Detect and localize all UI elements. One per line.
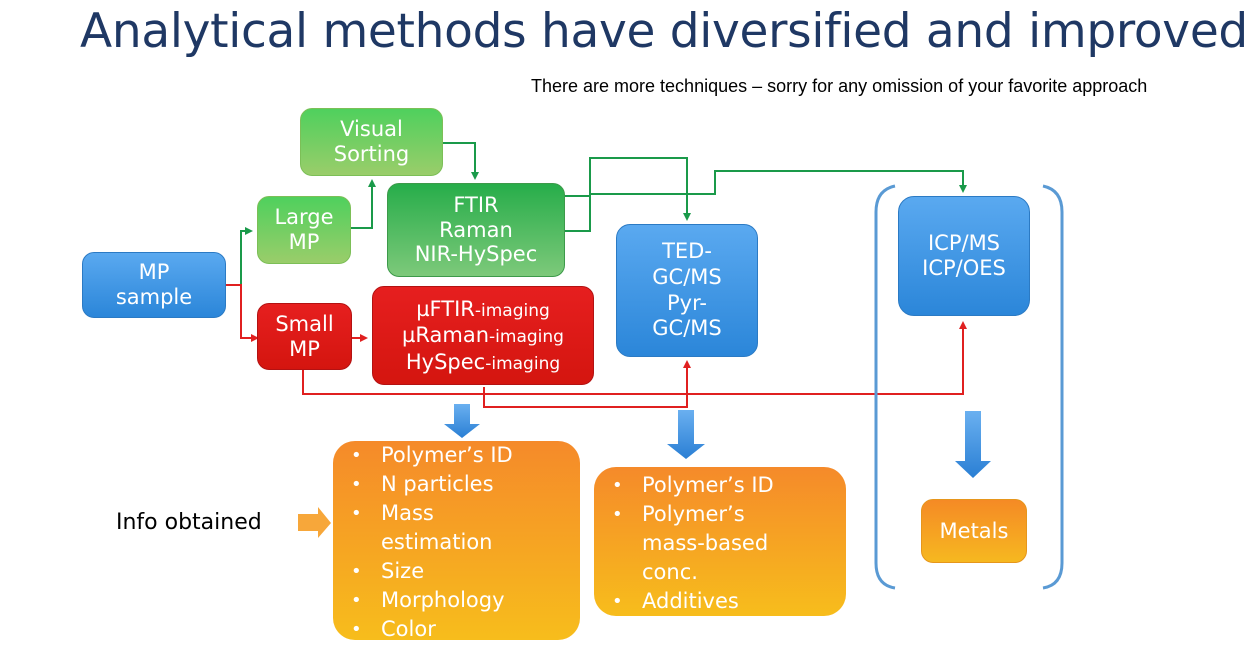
small-mp-line-2: MP: [289, 336, 320, 361]
gcms-line-1: GC/MS: [652, 264, 722, 289]
mp-sample-line-1: MP: [138, 260, 170, 285]
icp-box: ICP/MS ICP/OES: [898, 196, 1030, 316]
ftir-line: FTIR: [453, 192, 499, 217]
icp-ms-line: ICP/MS: [927, 231, 1001, 255]
bracket-right: [1042, 184, 1064, 590]
orange-info-arrow: [298, 507, 331, 538]
list-item: Mass estimation: [333, 499, 501, 557]
arrow-small-to-icp: [302, 321, 967, 395]
arrow-sample-to-large: [226, 227, 253, 286]
arrow-sample-to-small: [226, 284, 259, 342]
nir-hyspec-line: NIR-HySpec: [414, 242, 538, 267]
list-item: Polymer’s ID: [333, 441, 580, 470]
list-item: Additives: [594, 587, 846, 616]
bracket-left: [874, 184, 896, 590]
list-item: Polymer’s mass-based conc.: [594, 500, 812, 587]
gcms-line-2: GC/MS: [652, 316, 722, 341]
imaging-line-hyspec: HySpec-imaging: [405, 349, 561, 374]
large-mp-box: Large MP: [257, 196, 351, 264]
blue-arrow-icp: [955, 411, 991, 478]
list-item: Polymer’s ID: [594, 471, 846, 500]
page-title: Analytical methods have diversified and …: [80, 4, 1248, 59]
list-item: POPs: [594, 616, 846, 645]
arrow-ftir-to-icp: [565, 170, 967, 232]
list-item: Color: [333, 615, 580, 644]
info-obtained-label: Info obtained: [116, 510, 262, 535]
mp-sample-box: MP sample: [82, 252, 226, 318]
list-item: N particles: [333, 470, 580, 499]
imaging-line-ftir: µFTIR-imaging: [416, 297, 550, 322]
visual-sorting-line-1: Visual: [340, 117, 403, 142]
blue-arrow-ted: [667, 410, 705, 459]
large-mp-line-1: Large: [274, 205, 334, 230]
metals-box: Metals: [921, 499, 1027, 563]
visual-sorting-box: Visual Sorting: [300, 108, 443, 176]
ftir-raman-box: FTIR Raman NIR-HySpec: [387, 183, 565, 277]
list-item: Size: [333, 557, 580, 586]
large-mp-line-2: MP: [288, 230, 320, 254]
list-item: Morphology: [333, 586, 580, 615]
arrow-visual-to-ftir: [443, 142, 479, 180]
mp-sample-line-2: sample: [115, 285, 193, 309]
thermal-info-panel: Polymer’s ID Polymer’s mass-based conc. …: [594, 467, 846, 645]
ted-line: TED-: [662, 239, 712, 264]
icp-oes-line: ICP/OES: [922, 255, 1006, 280]
imaging-box: µFTIR-imaging µRaman-imaging HySpec-imag…: [372, 286, 594, 385]
raman-line: Raman: [439, 217, 513, 242]
imaging-line-raman: µRaman-imaging: [402, 323, 564, 348]
visual-sorting-line-2: Sorting: [333, 142, 410, 166]
ted-pyr-gcms-box: TED- GC/MS Pyr- GC/MS: [616, 224, 758, 357]
arrow-large-to-visual: [351, 179, 376, 229]
imaging-info-panel: Polymer’s ID N particles Mass estimation…: [333, 441, 580, 644]
arrow-imaging-to-ted: [483, 360, 691, 408]
arrow-ftir-to-ted: [565, 157, 691, 221]
blue-arrow-imaging: [444, 404, 480, 438]
pyr-line: Pyr-: [667, 290, 707, 315]
small-mp-box: Small MP: [257, 303, 352, 370]
subtitle: There are more techniques – sorry for an…: [531, 76, 1148, 96]
small-mp-line-1: Small: [275, 311, 334, 336]
